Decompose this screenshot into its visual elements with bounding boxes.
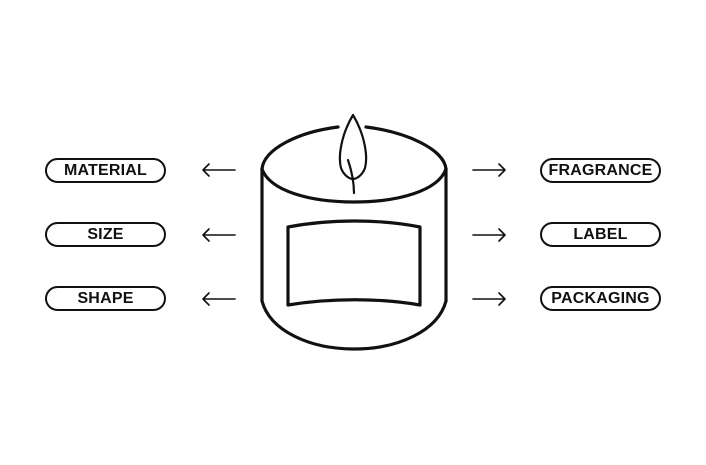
arrow-left-icon — [200, 227, 236, 243]
arrow-left-icon — [200, 291, 236, 307]
arrow-right-icon — [472, 162, 508, 178]
arrow-right-icon — [472, 227, 508, 243]
label-label: LABEL — [540, 222, 661, 247]
candle-icon — [250, 105, 456, 360]
label-size: SIZE — [45, 222, 166, 247]
arrow-left-icon — [200, 162, 236, 178]
label-fragrance: FRAGRANCE — [540, 158, 661, 183]
arrow-right-icon — [472, 291, 508, 307]
label-shape: SHAPE — [45, 286, 166, 311]
label-packaging: PACKAGING — [540, 286, 661, 311]
label-material: MATERIAL — [45, 158, 166, 183]
